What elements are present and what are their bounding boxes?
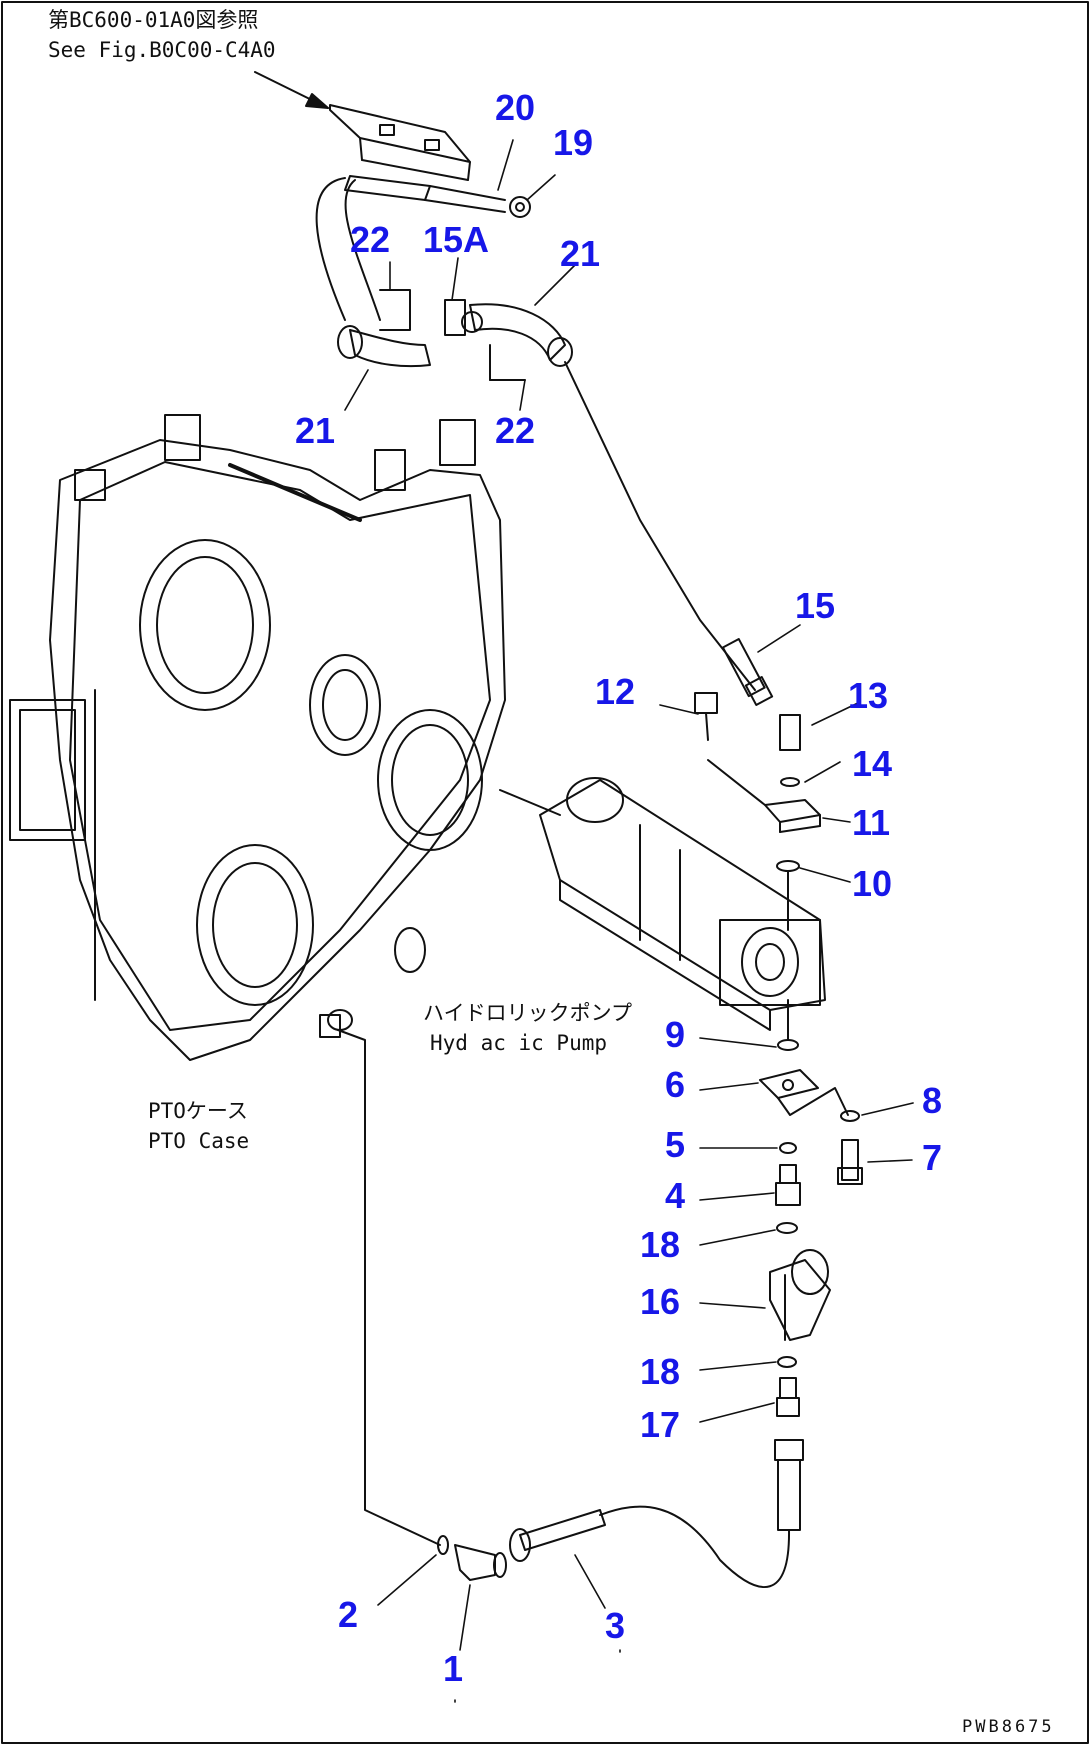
callout-8[interactable]: 8 (922, 1080, 943, 1121)
hydraulic-pump (539, 777, 826, 1031)
hose-loop (315, 177, 381, 321)
callout-15a[interactable]: 15A (423, 219, 490, 260)
callout-22-upper[interactable]: 22 (350, 219, 391, 260)
hose-3 (599, 1505, 791, 1588)
pump-label-jp: ハイドロリックポンプ (423, 1001, 632, 1025)
oring-18-bottom (777, 1356, 797, 1368)
callout-1[interactable]: 1 (443, 1648, 464, 1689)
elbow-left (337, 289, 431, 368)
oring-10 (776, 860, 800, 872)
oring-18-top (776, 1222, 798, 1234)
callout-21-right[interactable]: 21 (560, 233, 601, 274)
bolt-line (777, 1087, 849, 1116)
reference-arrow (254, 71, 329, 109)
bolt-12 (694, 692, 766, 806)
valve-block (329, 104, 471, 181)
fitting-4 (775, 1164, 801, 1206)
flange-11 (764, 799, 821, 833)
elbow-1 (454, 1544, 507, 1581)
hose-fitting-lower (509, 1509, 606, 1562)
callout-16[interactable]: 16 (640, 1281, 681, 1322)
callout-7[interactable]: 7 (922, 1137, 943, 1178)
callout-6[interactable]: 6 (665, 1064, 686, 1105)
fitting-15 (721, 638, 774, 706)
flange-6 (759, 1069, 819, 1099)
callout-21-left[interactable]: 21 (295, 410, 336, 451)
callout-2[interactable]: 2 (338, 1594, 359, 1635)
pto-case (9, 414, 506, 1061)
callout-11[interactable]: 11 (852, 802, 891, 843)
callout-20[interactable]: 20 (495, 87, 536, 128)
fitting-13 (779, 714, 801, 751)
callout-4[interactable]: 4 (665, 1175, 686, 1216)
callout-19[interactable]: 19 (553, 122, 594, 163)
oring-14 (780, 777, 800, 787)
block-16 (769, 1249, 831, 1341)
drawing-code: PWB8675 (962, 1717, 1055, 1737)
elbow-right (469, 303, 573, 381)
fitting-17 (776, 1377, 800, 1417)
bracket-20 (344, 175, 531, 218)
callout-13[interactable]: 13 (848, 675, 889, 716)
callout-18-lower[interactable]: 18 (640, 1351, 681, 1392)
callout-17[interactable]: 17 (640, 1404, 681, 1445)
reference-note-en: See Fig.B0C00-C4A0 (48, 38, 276, 62)
callout-18-upper[interactable]: 18 (640, 1224, 681, 1265)
oring-5 (779, 1142, 797, 1154)
callout-12[interactable]: 12 (595, 671, 636, 712)
pump-to-case-leader (499, 789, 561, 816)
callout-10[interactable]: 10 (852, 863, 893, 904)
bolt-7 (837, 1139, 863, 1185)
case-label-en: PTO Case (148, 1129, 250, 1153)
case-label-jp: PTOケース (148, 1099, 248, 1123)
washer-8 (840, 1110, 860, 1122)
callout-9[interactable]: 9 (665, 1014, 686, 1055)
reference-note-jp: 第BC600-01A0図参照 (48, 8, 259, 32)
hose-15 (564, 361, 756, 691)
pump-label-en: Hyd ac ic Pump (430, 1031, 608, 1055)
callout-5[interactable]: 5 (665, 1124, 686, 1165)
oring-9 (777, 1039, 799, 1051)
pto-pipe (319, 1014, 441, 1546)
callout-14[interactable]: 14 (852, 743, 893, 784)
callout-22-lower[interactable]: 22 (495, 410, 536, 451)
leader-lines (344, 139, 914, 1703)
callout-15[interactable]: 15 (795, 585, 836, 626)
callout-3[interactable]: 3 (605, 1605, 626, 1646)
hose-fitting-upper (774, 1439, 804, 1531)
